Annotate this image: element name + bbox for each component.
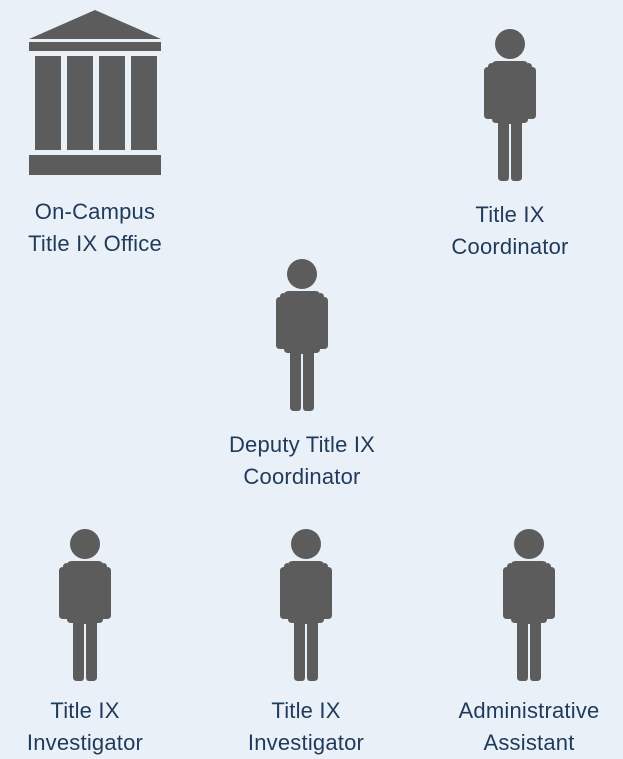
label-line: Investigator [26, 730, 144, 755]
person-icon [59, 529, 111, 681]
person-icon [484, 29, 536, 181]
label-line: Title IX [475, 202, 545, 227]
person-icon [280, 529, 332, 681]
node-label: Title IX Coordinator [400, 199, 620, 263]
node-label: Title IX Investigator [196, 695, 416, 759]
person-icon [503, 529, 555, 681]
node-label: On-Campus Title IX Office [0, 196, 205, 260]
label-line: Title IX [271, 698, 341, 723]
node-label: Deputy Title IX Coordinator [192, 429, 412, 493]
node-investigator-2: Title IX Investigator [196, 527, 416, 759]
label-line: Administrative [458, 698, 600, 723]
node-on-campus-office: On-Campus Title IX Office [0, 8, 205, 260]
node-title-ix-coordinator: Title IX Coordinator [400, 27, 620, 263]
label-line: Title IX [50, 698, 120, 723]
node-deputy-coordinator: Deputy Title IX Coordinator [192, 257, 412, 493]
label-line: Deputy Title IX [228, 432, 376, 457]
person-icon [276, 259, 328, 411]
node-administrative-assistant: Administrative Assistant [419, 527, 623, 759]
building-icon [29, 10, 161, 175]
label-line: Assistant [483, 730, 575, 755]
label-line: Title IX Office [28, 231, 162, 256]
node-label: Title IX Investigator [0, 695, 195, 759]
node-label: Administrative Assistant [419, 695, 623, 759]
label-line: On-Campus [34, 199, 156, 224]
node-investigator-1: Title IX Investigator [0, 527, 195, 759]
label-line: Coordinator [243, 464, 361, 489]
label-line: Coordinator [451, 234, 569, 259]
label-line: Investigator [247, 730, 365, 755]
